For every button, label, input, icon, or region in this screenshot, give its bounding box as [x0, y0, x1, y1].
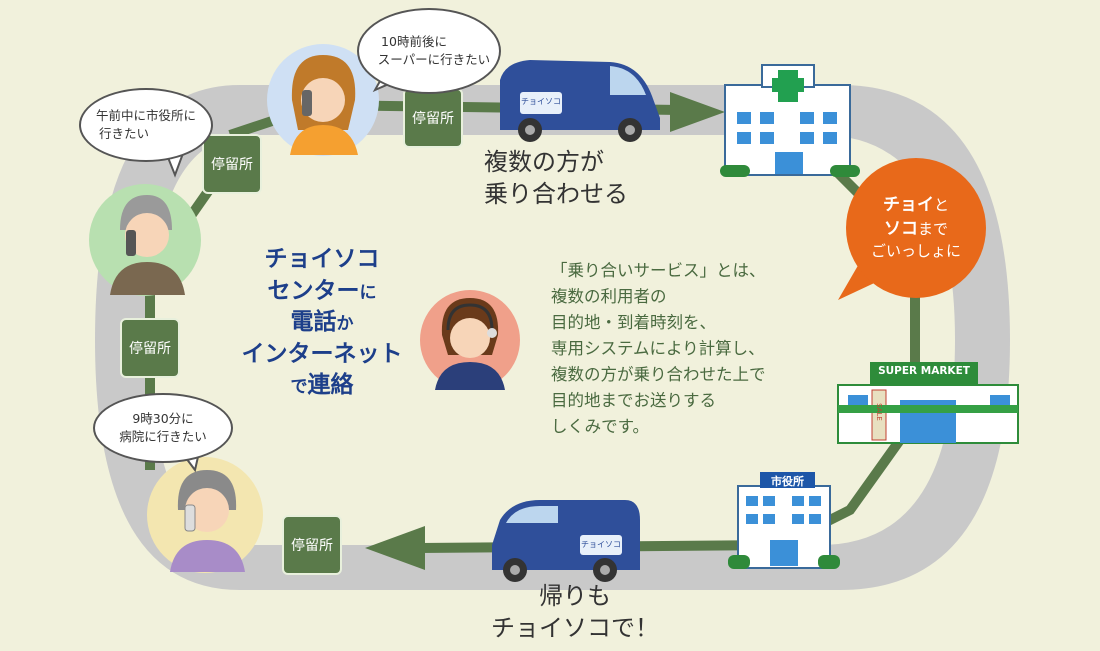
arrow-right-head [670, 92, 725, 132]
slogan-line1: チョイと [846, 194, 986, 218]
speech-bubble-old-woman-line2: 病院に行きたい [119, 429, 207, 444]
city-hall-sign: 市役所 [771, 475, 804, 488]
slogan-bubble: チョイと ソコまで ごいっしょに [846, 158, 986, 298]
description-line: 「乗り合いサービス」とは、 [551, 261, 766, 280]
center-title-line5-main: 連絡 [307, 372, 354, 398]
center-title-line4: インターネット [241, 340, 403, 367]
sale-sign: SALE [875, 403, 883, 421]
description-line: 目的地・到着時刻を、 [551, 313, 716, 333]
description-line: 複数の方が乗り合わせた上で [551, 365, 766, 385]
avatar-old-woman [147, 457, 263, 573]
center-title-line2: センターに [222, 276, 422, 308]
description-line: 専用システムにより計算し、 [551, 339, 765, 359]
center-title-line2-suffix: に [359, 282, 377, 303]
van-top [500, 60, 660, 142]
caption-bottom: 帰りも チョイソコで！ [475, 580, 675, 645]
stop-left: 停留所 [120, 318, 180, 378]
description-line: しくみです。 [551, 417, 650, 437]
arrow-left-head [365, 526, 425, 570]
speech-bubble-woman: 10時前後に スーパーに行きたい [357, 8, 501, 94]
slogan-line2: ソコまで [846, 218, 986, 242]
center-title-line2-main: センター [267, 277, 360, 304]
stop-upper-left: 停留所 [202, 134, 262, 194]
center-title-line5: で連絡 [222, 370, 422, 402]
description-line: 複数の利用者の [551, 287, 667, 307]
speech-bubble-woman-line2: スーパーに行きたい [377, 52, 491, 67]
supermarket-sign: SUPER MARKET [878, 365, 970, 377]
speech-bubble-old-woman: 9時30分に 病院に行きたい [93, 393, 233, 463]
slogan-line3: ごいっしょに [870, 242, 961, 261]
caption-top: 複数の方が 乗り合わせる [484, 146, 674, 211]
van-bottom-logo: チョイソコ [581, 540, 621, 549]
hospital-building [720, 64, 860, 177]
center-title-line3: 電話か [222, 307, 422, 339]
slogan-line1-suffix: と [933, 195, 949, 214]
speech-bubble-man: 午前中に市役所に 行きたい [79, 88, 213, 162]
road-inner [150, 135, 955, 545]
caption-bottom-line2: チョイソコで！ [491, 614, 659, 643]
slogan-line2-suffix: まで [917, 219, 948, 238]
speech-bubble-man-line1: 午前中に市役所に [95, 107, 196, 123]
center-title: チョイソコ センターに 電話か インターネット で連絡 [222, 244, 422, 402]
slogan-line1-main: チョイ [882, 194, 934, 215]
stop-bottom: 停留所 [282, 515, 342, 575]
caption-top-line2: 乗り合わせる [484, 180, 628, 209]
speech-bubble-man-line2: 行きたい [98, 126, 149, 141]
description-line: 目的地までお送りする [551, 391, 716, 411]
van-top-logo: チョイソコ [521, 97, 561, 106]
avatar-woman-top [267, 44, 379, 156]
city-hall-building [728, 472, 840, 569]
center-title-line3-main: 電話 [290, 309, 337, 335]
supermarket-building [837, 362, 1019, 444]
center-title-line3-suffix: か [336, 314, 354, 334]
avatar-operator [420, 290, 520, 390]
speech-bubble-woman-line1: 10時前後に [381, 33, 447, 49]
center-title-line1: チョイソコ [264, 246, 380, 272]
stop-top: 停留所 [403, 88, 463, 148]
caption-top-line1: 複数の方が [484, 148, 604, 176]
slogan-line2-main: ソコ [883, 218, 918, 239]
speech-bubble-old-woman-line1: 9時30分に [132, 410, 194, 426]
van-bottom [492, 500, 640, 582]
center-title-line5-prefix: で [290, 377, 308, 397]
caption-bottom-line1: 帰りも [539, 582, 611, 610]
service-description: 「乗り合いサービス」とは、 複数の利用者の 目的地・到着時刻を、 専用システムに… [551, 258, 766, 440]
avatar-man-left [89, 184, 201, 296]
